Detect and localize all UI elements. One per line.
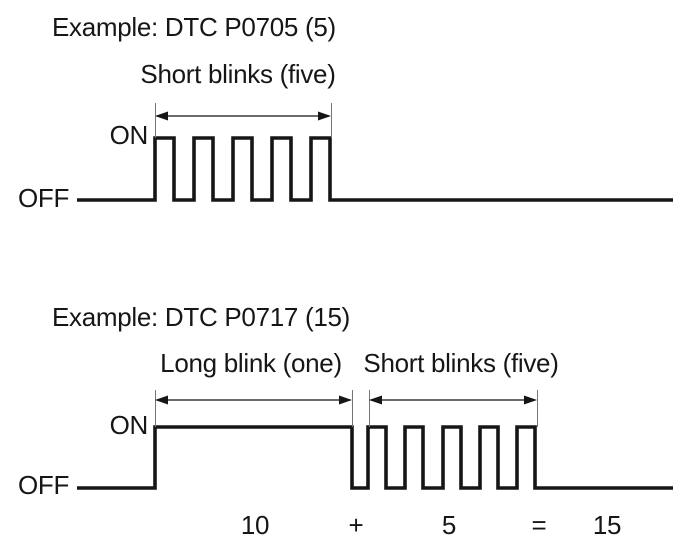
diagram2-short-blinks-label: Short blinks (five) bbox=[363, 348, 559, 378]
diagram2-long-blink-label: Long blink (one) bbox=[160, 348, 342, 378]
equation-total-value: 15 bbox=[592, 510, 622, 540]
equation-short-value: 5 bbox=[441, 510, 457, 540]
equation-plus-sign: + bbox=[348, 510, 364, 540]
equation-long-value: 10 bbox=[240, 510, 270, 540]
diagram1-title: Example: DTC P0705 (5) bbox=[52, 12, 336, 42]
equation-equals-sign: = bbox=[531, 510, 547, 540]
diagram1-off-label: OFF bbox=[18, 183, 70, 213]
diagram1-on-label: ON bbox=[109, 120, 149, 150]
diagram2-on-label: ON bbox=[109, 410, 149, 440]
diagram2-title: Example: DTC P0717 (15) bbox=[52, 302, 351, 332]
diagram1-short-blinks-label: Short blinks (five) bbox=[140, 59, 336, 89]
diagram2-off-label: OFF bbox=[18, 470, 70, 500]
